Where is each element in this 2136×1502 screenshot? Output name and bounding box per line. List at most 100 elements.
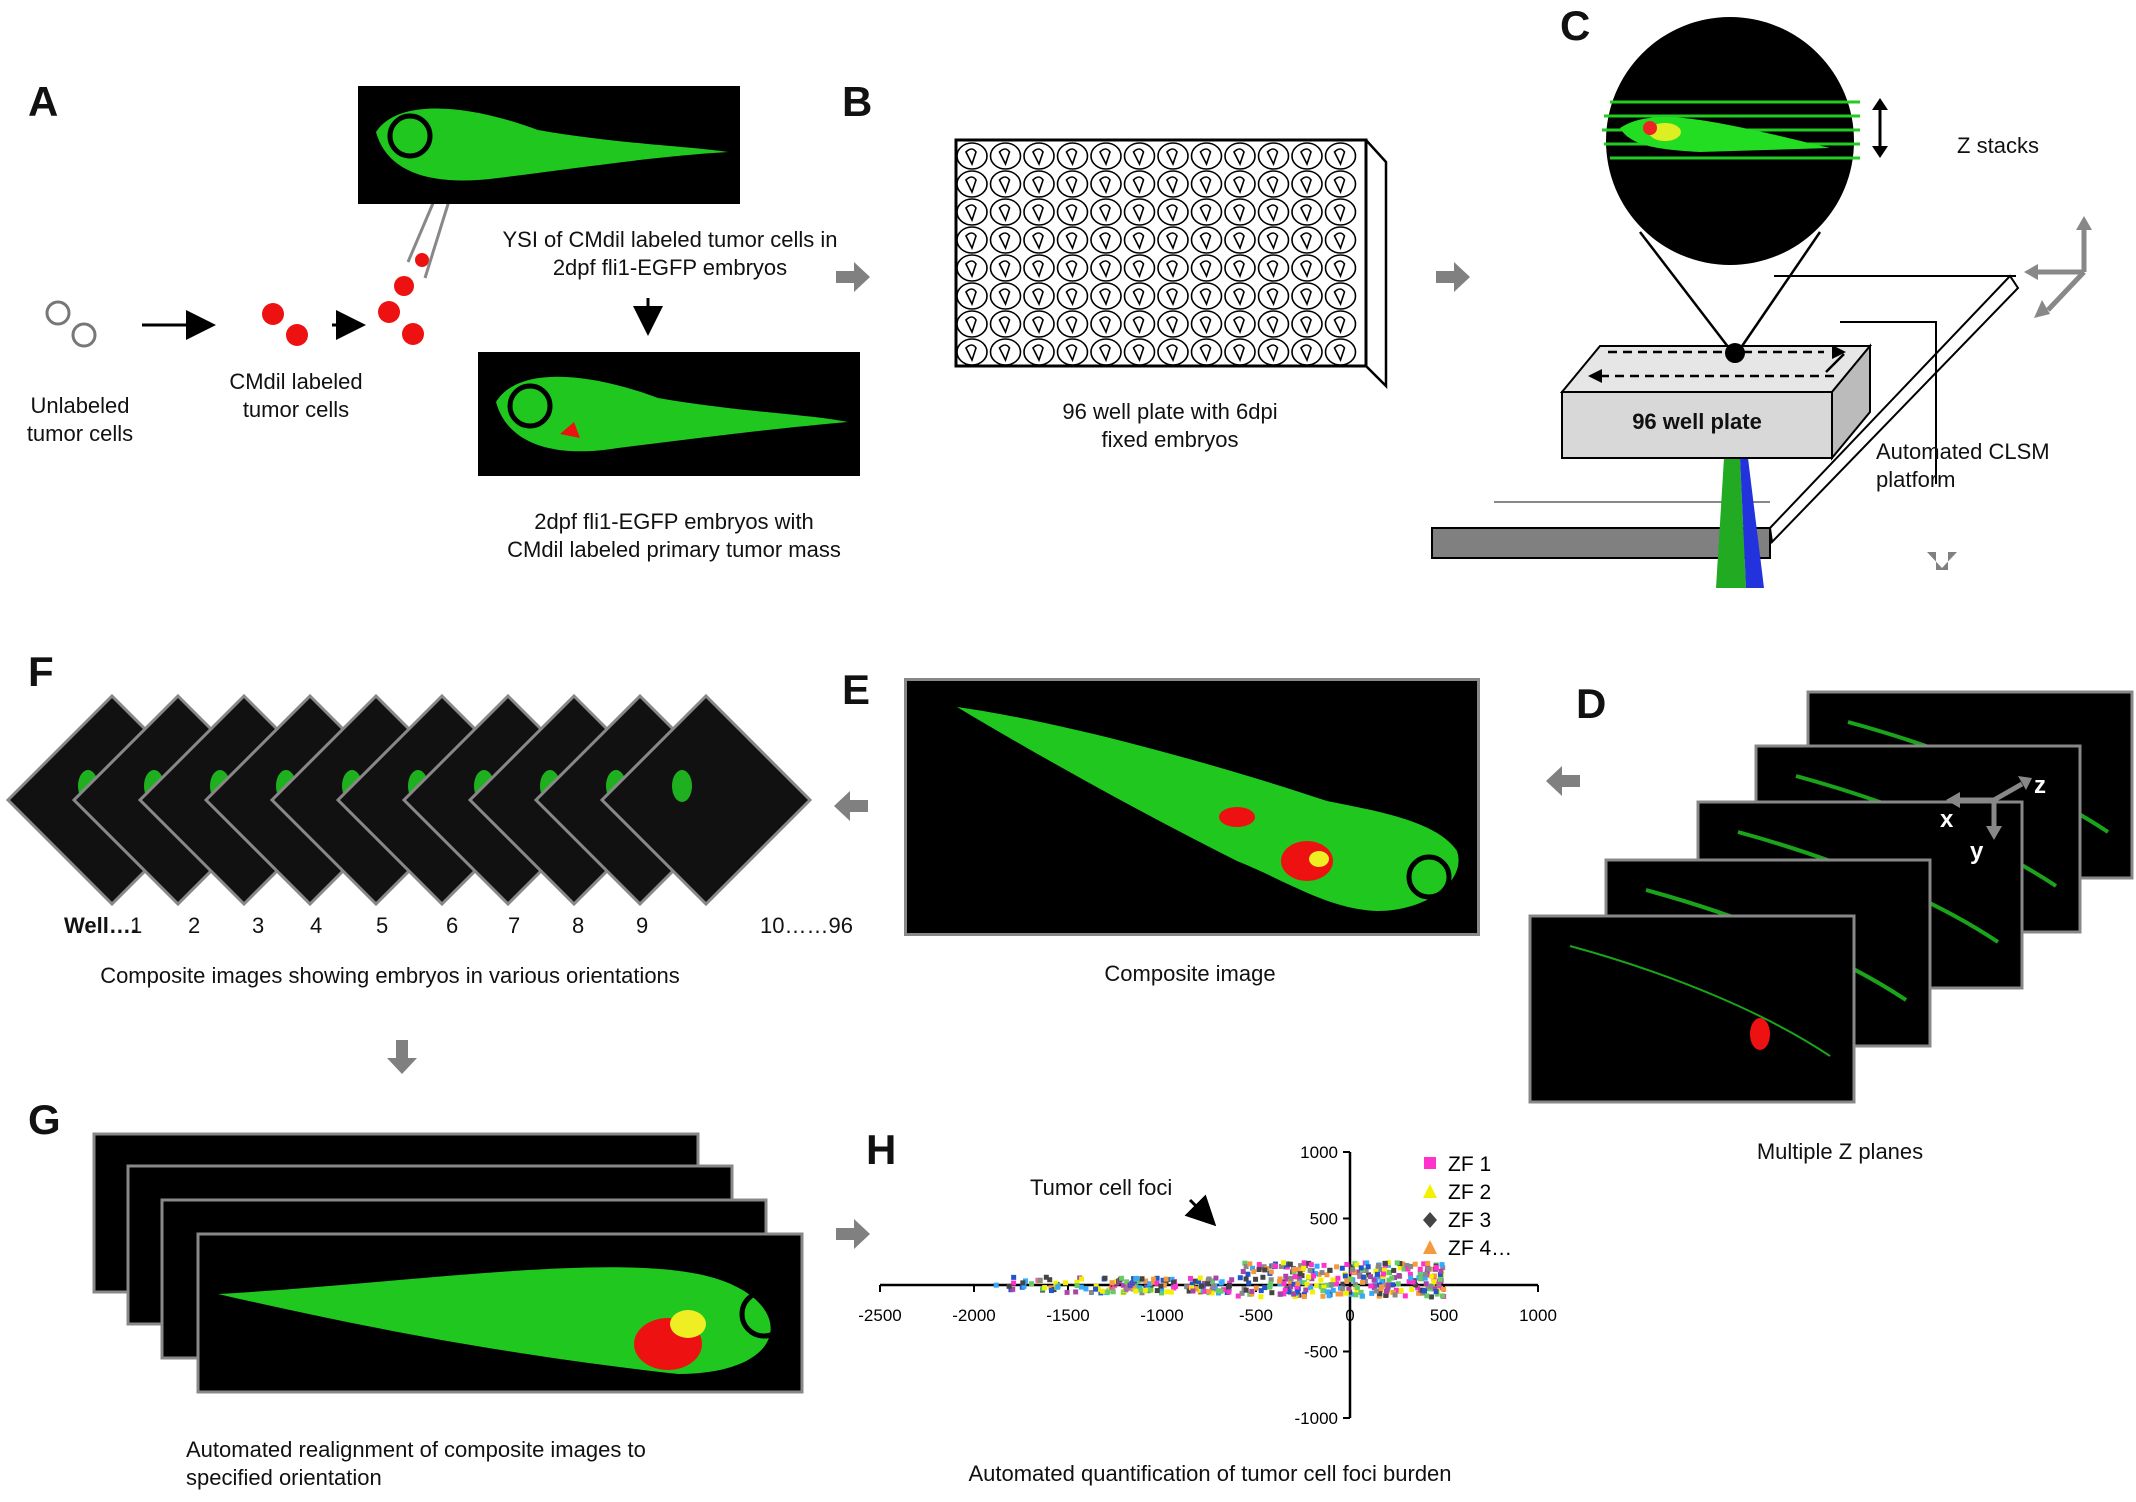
foci-point: [1064, 1289, 1070, 1295]
foci-point: [1436, 1281, 1442, 1287]
label-line: platform: [1876, 467, 1956, 492]
xyz-axes: [1960, 781, 2024, 828]
well: [1123, 198, 1156, 226]
well: [1324, 170, 1357, 198]
well-number: 6: [446, 913, 459, 938]
foci-point: [1190, 1288, 1196, 1294]
label-z-stacks: Z stacks: [1957, 133, 2039, 158]
foci-point: [1437, 1285, 1443, 1291]
well: [1157, 338, 1189, 366]
label-clsm: Automated CLSM platform: [1876, 438, 2076, 494]
foci-point: [1362, 1278, 1368, 1284]
foci-point: [1338, 1291, 1344, 1297]
foci-point: [1330, 1277, 1336, 1283]
well: [989, 254, 1022, 282]
well: [1090, 226, 1122, 254]
foci-point: [1029, 1281, 1035, 1287]
well: [1157, 254, 1189, 282]
foci-point: [1247, 1261, 1253, 1267]
foci-point: [1380, 1271, 1386, 1277]
z-plane: [1528, 914, 1856, 1104]
foci-point: [1405, 1266, 1411, 1272]
foci-point: [1440, 1293, 1446, 1299]
foci-point: [1297, 1271, 1303, 1277]
foci-point: [1221, 1287, 1227, 1293]
foci-point: [1354, 1288, 1360, 1294]
foci-point: [1198, 1283, 1204, 1289]
foci-point: [1133, 1284, 1139, 1290]
foci-point: [1415, 1285, 1421, 1291]
foci-point: [1390, 1289, 1396, 1295]
foci-point: [1093, 1286, 1099, 1292]
foci-point: [1147, 1281, 1153, 1287]
foci-point: [1218, 1288, 1224, 1294]
foci-point: [1381, 1282, 1387, 1288]
foci-point: [1243, 1287, 1249, 1293]
z-planes-stack: [1528, 690, 2134, 1104]
foci-point: [1372, 1282, 1378, 1288]
well: [1224, 282, 1256, 310]
label-line: tumor cells: [26, 421, 134, 446]
axis-y-label: y: [1970, 838, 1984, 865]
foci-point: [1416, 1290, 1422, 1296]
foci-point: [1340, 1281, 1346, 1287]
well: [1324, 142, 1357, 170]
foci-point: [1256, 1267, 1262, 1273]
well: [1324, 310, 1357, 338]
foci-point: [1291, 1267, 1297, 1273]
label-line: 2dpf fli1-EGFP embryos: [552, 255, 788, 280]
foci-point: [1335, 1291, 1341, 1297]
foci-point: [1048, 1285, 1054, 1291]
unlabeled-cells-icon: [45, 300, 97, 348]
foci-point: [1422, 1288, 1428, 1294]
label-realignment: Automated realignment of composite image…: [186, 1436, 646, 1492]
foci-point: [1344, 1278, 1350, 1284]
foci-point: [1351, 1269, 1357, 1275]
foci-point: [1392, 1275, 1398, 1281]
foci-point: [1437, 1271, 1443, 1277]
foci-point: [1386, 1277, 1392, 1283]
well: [1023, 338, 1055, 366]
well: [1190, 142, 1223, 170]
well-number: 9: [636, 913, 649, 938]
well: [1157, 198, 1189, 226]
legend-marker: [1423, 1212, 1437, 1228]
foci-point: [1324, 1289, 1330, 1295]
panel-label-h: H: [866, 1126, 897, 1173]
foci-point: [1301, 1280, 1307, 1286]
foci-point: [1258, 1294, 1264, 1300]
panel-label-a: A: [28, 78, 59, 125]
well: [956, 310, 988, 338]
legend-label: ZF 4…: [1448, 1237, 1512, 1260]
well-number: 8: [572, 913, 585, 938]
well: [1023, 282, 1055, 310]
foci-point: [1006, 1283, 1012, 1289]
well: [956, 282, 988, 310]
x-tick-label: -2000: [952, 1306, 995, 1325]
legend-marker: [1423, 1184, 1437, 1198]
foci-point: [1303, 1263, 1309, 1269]
well: [1056, 310, 1089, 338]
foci-point: [1286, 1289, 1292, 1295]
foci-point: [1383, 1288, 1389, 1294]
foci-point: [1288, 1284, 1294, 1290]
foci-point: [1099, 1288, 1105, 1294]
well: [956, 254, 988, 282]
foci-point: [1335, 1275, 1341, 1281]
foci-point: [1334, 1281, 1340, 1287]
foci-point: [1438, 1268, 1444, 1274]
foci-point: [1418, 1275, 1424, 1281]
well: [1224, 310, 1256, 338]
foci-point: [1382, 1267, 1388, 1273]
foci-point: [1377, 1291, 1383, 1297]
panel-label-b: B: [842, 78, 873, 125]
foci-point: [1321, 1284, 1327, 1290]
y-tick-label: 1000: [1300, 1143, 1338, 1162]
foci-point: [1385, 1282, 1391, 1288]
well: [1090, 338, 1122, 366]
composite-image: [904, 678, 1480, 936]
foci-point: [1421, 1261, 1427, 1267]
foci-point: [1164, 1289, 1170, 1295]
foci-point: [1408, 1275, 1414, 1281]
foci-point: [1262, 1267, 1268, 1273]
